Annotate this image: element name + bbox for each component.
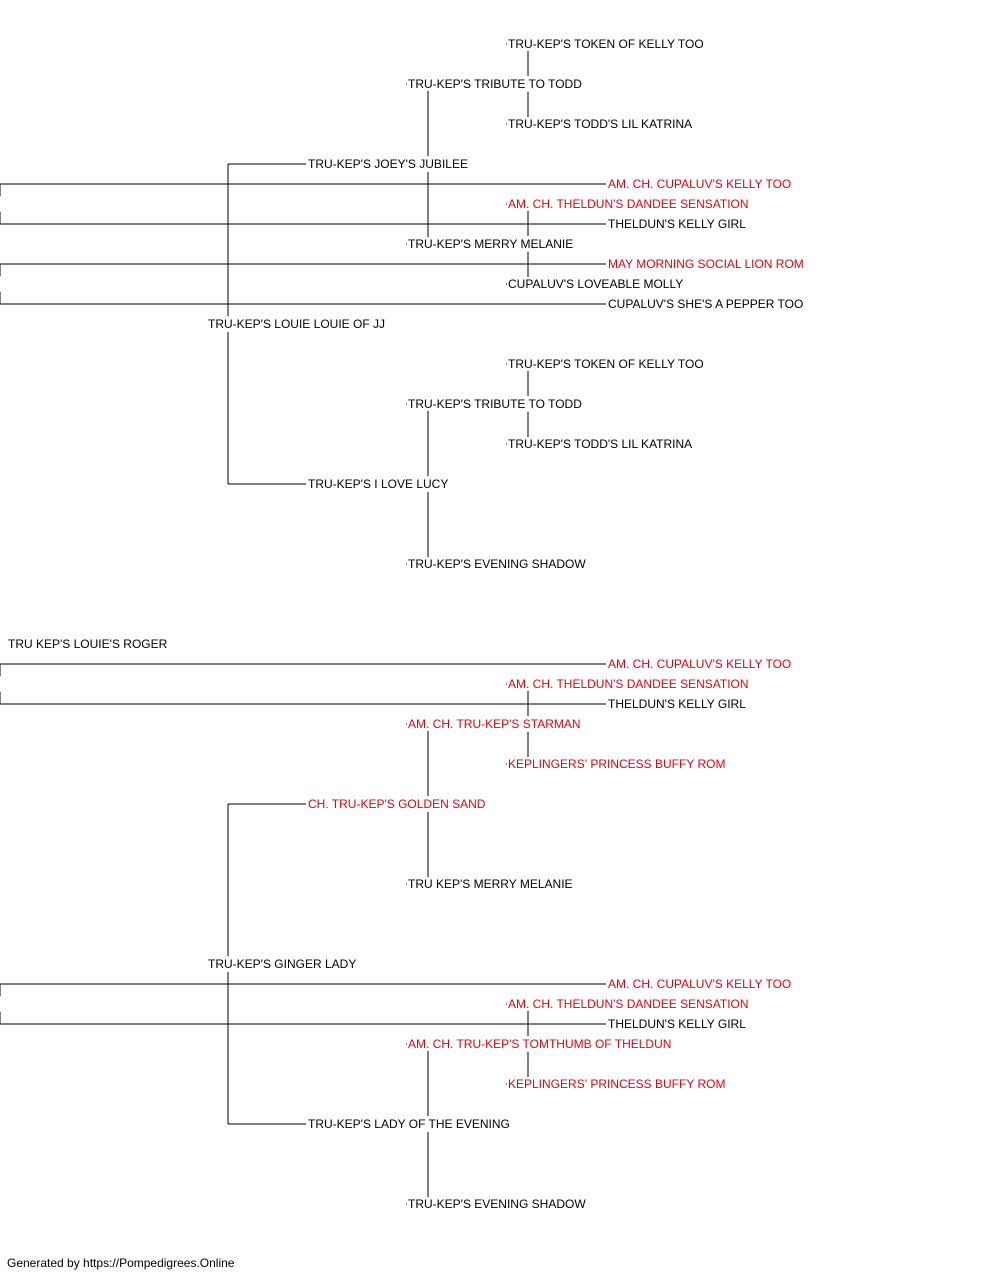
pedigree-node-gen1: TRU-KEP'S GINGER LADY xyxy=(207,957,358,971)
pedigree-node-gen3: AM. CH. TRU-KEP'S TOMTHUMB OF THELDUN xyxy=(407,1037,673,1051)
pedigree-node-gen3: AM. CH. TRU-KEP'S STARMAN xyxy=(407,717,582,731)
pedigree-node-gen4: TRU-KEP'S TOKEN OF KELLY TOO xyxy=(507,37,705,51)
pedigree-node-gen5: THELDUN'S KELLY GIRL xyxy=(607,1017,747,1031)
pedigree-node-gen2: CH. TRU-KEP'S GOLDEN SAND xyxy=(307,797,487,811)
pedigree-node-gen5: THELDUN'S KELLY GIRL xyxy=(607,217,747,231)
pedigree-node-gen0: TRU KEP'S LOUIE'S ROGER xyxy=(7,637,169,651)
pedigree-node-gen4: AM. CH. THELDUN'S DANDEE SENSATION xyxy=(507,677,750,691)
pedigree-node-gen3: TRU-KEP'S TRIBUTE TO TODD xyxy=(407,397,583,411)
pedigree-node-gen3: TRU-KEP'S EVENING SHADOW xyxy=(407,1197,587,1211)
pedigree-node-gen4: TRU-KEP'S TODD'S LIL KATRINA xyxy=(507,117,694,131)
pedigree-node-gen4: AM. CH. THELDUN'S DANDEE SENSATION xyxy=(507,997,750,1011)
pedigree-node-gen2: TRU-KEP'S I LOVE LUCY xyxy=(307,477,450,491)
footer-credit: Generated by https://Pompedigrees.Online xyxy=(7,1256,235,1270)
pedigree-node-gen4: CUPALUV'S LOVEABLE MOLLY xyxy=(507,277,685,291)
pedigree-node-gen4: KEPLINGERS' PRINCESS BUFFY ROM xyxy=(507,757,727,771)
pedigree-node-gen4: KEPLINGERS' PRINCESS BUFFY ROM xyxy=(507,1077,727,1091)
pedigree-node-gen5: CUPALUV'S SHE'S A PEPPER TOO xyxy=(607,297,805,311)
pedigree-node-gen5: MAY MORNING SOCIAL LION ROM xyxy=(607,257,805,271)
pedigree-node-gen5: AM. CH. CUPALUV'S KELLY TOO xyxy=(607,657,793,671)
pedigree-node-gen3: TRU-KEP'S TRIBUTE TO TODD xyxy=(407,77,583,91)
pedigree-node-gen5: AM. CH. CUPALUV'S KELLY TOO xyxy=(607,177,793,191)
pedigree-node-gen3: TRU-KEP'S MERRY MELANIE xyxy=(407,237,575,251)
pedigree-node-gen5: AM. CH. CUPALUV'S KELLY TOO xyxy=(607,977,793,991)
pedigree-node-gen4: TRU-KEP'S TODD'S LIL KATRINA xyxy=(507,437,694,451)
pedigree-node-gen3: TRU-KEP'S EVENING SHADOW xyxy=(407,557,587,571)
pedigree-node-gen2: TRU-KEP'S LADY OF THE EVENING xyxy=(307,1117,511,1131)
pedigree-node-gen3: TRU KEP'S MERRY MELANIE xyxy=(407,877,574,891)
pedigree-node-gen5: THELDUN'S KELLY GIRL xyxy=(607,697,747,711)
pedigree-node-gen4: TRU-KEP'S TOKEN OF KELLY TOO xyxy=(507,357,705,371)
pedigree-node-gen1: TRU-KEP'S LOUIE LOUIE OF JJ xyxy=(207,317,386,331)
pedigree-node-gen2: TRU-KEP'S JOEY'S JUBILEE xyxy=(307,157,469,171)
pedigree-node-gen4: AM. CH. THELDUN'S DANDEE SENSATION xyxy=(507,197,750,211)
